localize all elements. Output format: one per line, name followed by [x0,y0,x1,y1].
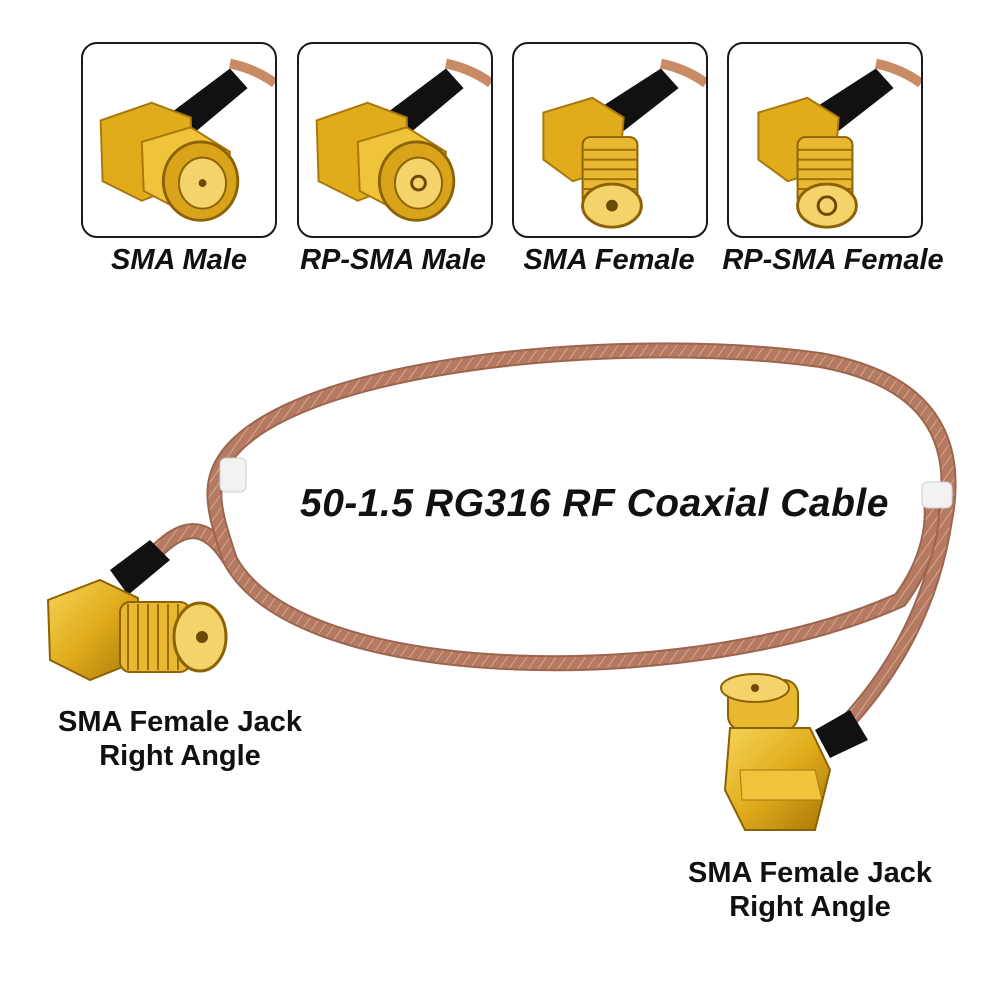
connector-label-sma-male: SMA Male [111,244,247,276]
connector-thumb-rp-sma-male [297,42,493,238]
right-end-label-line2: Right Angle [729,891,891,923]
cable-outer-loop [207,342,957,741]
right-end-label-line1: SMA Female Jack [688,857,932,889]
connector-label-rp-sma-male: RP-SMA Male [300,244,486,276]
left-end-label: SMA Female Jack Right Angle [20,705,340,773]
cable-tie-right [921,481,953,509]
cable-tie-left [219,457,247,493]
sma-female-connector-image [542,58,706,229]
left-end-label-line2: Right Angle [99,740,261,772]
right-connector [720,673,868,831]
left-end-label-line1: SMA Female Jack [58,706,302,738]
connector-thumb-sma-female [512,42,708,238]
right-end-label: SMA Female Jack Right Angle [650,856,970,924]
cable-title: 50-1.5 RG316 RF Coaxial Cable [300,482,889,525]
connector-thumb-sma-male [81,42,277,238]
rp-sma-female-connector-image [757,58,921,229]
connector-label-rp-sma-female: RP-SMA Female [722,244,944,276]
left-connector [46,540,228,682]
connector-thumb-rp-sma-female [727,42,923,238]
sma-male-connector-image [99,58,275,222]
rp-sma-male-connector-image [315,58,491,222]
connector-label-sma-female: SMA Female [523,244,695,276]
